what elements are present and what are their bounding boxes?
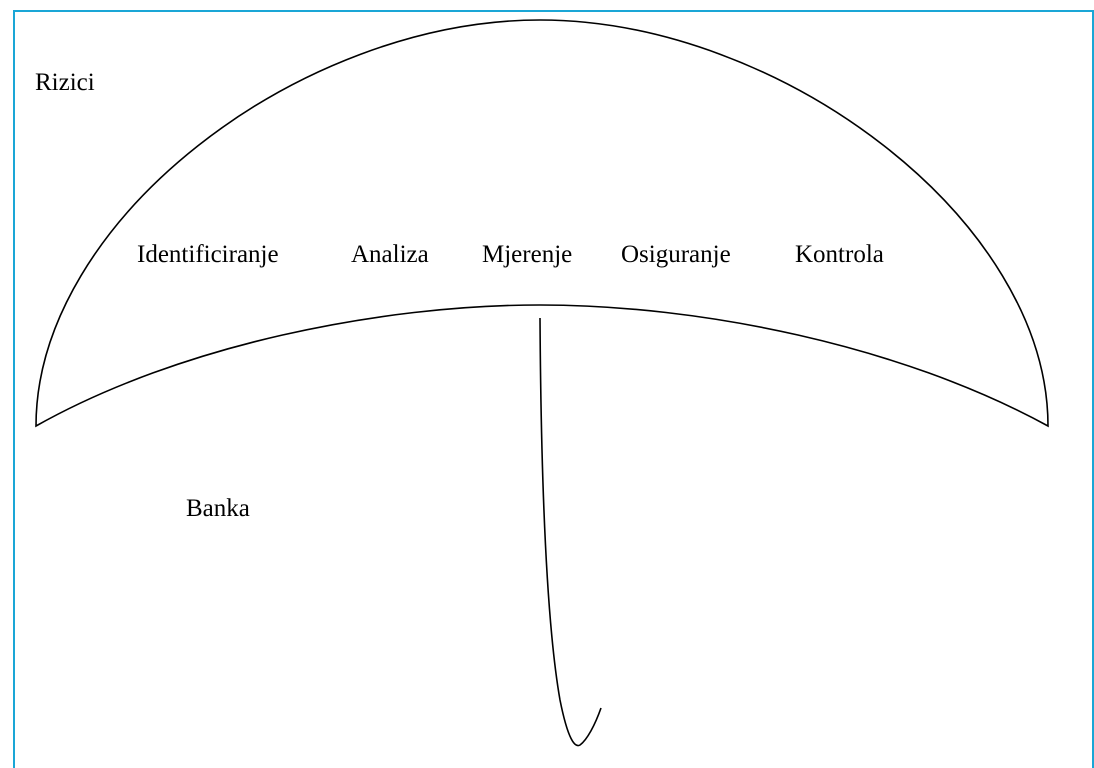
canopy-item-identification: Identificiranje <box>137 241 279 268</box>
bank-label: Banka <box>186 495 250 522</box>
canopy-item-measurement: Mjerenje <box>482 241 573 268</box>
canopy-item-analysis: Analiza <box>351 241 429 268</box>
canopy-item-insurance: Osiguranje <box>621 241 731 268</box>
diagram-frame <box>13 10 1094 768</box>
umbrella-handle <box>539 317 602 747</box>
canopy-item-control: Kontrola <box>795 241 884 268</box>
risks-label: Rizici <box>35 69 95 96</box>
umbrella-canopy <box>35 19 1049 428</box>
